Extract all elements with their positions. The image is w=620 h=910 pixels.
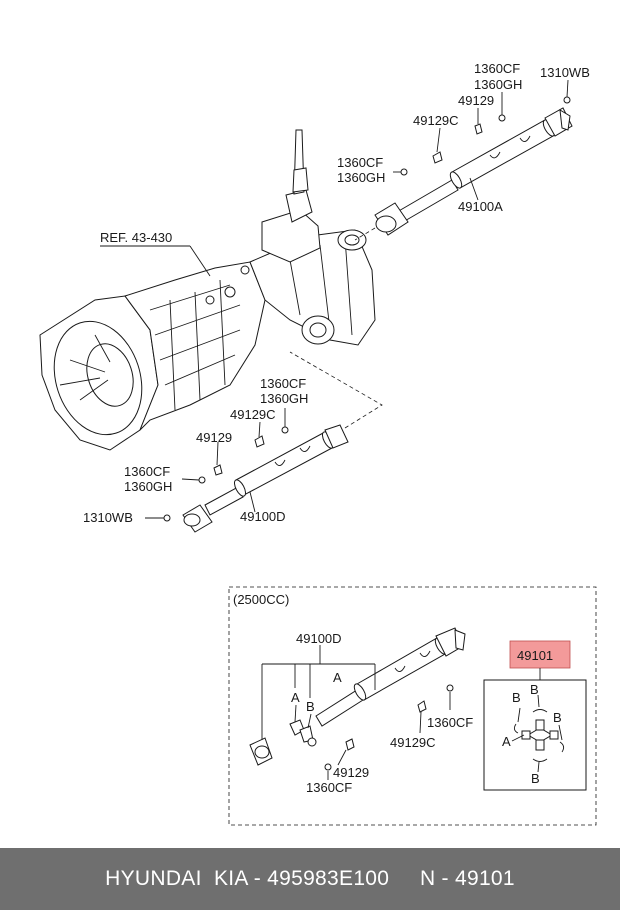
box-propeller-shaft [249,627,466,766]
label-a-box-left: A [291,690,300,705]
transmission-assembly [39,129,376,451]
label-1360cf-top: 1360CF [474,61,520,76]
front-propeller-shaft [182,424,349,533]
label-1360gh-mid: 1360GH [337,170,385,185]
universal-joint-kit [513,709,565,762]
label-a-box-right: A [333,670,342,685]
label-49129-low: 49129 [196,430,232,445]
uj-label-b-top: B [530,682,539,697]
highlight-part-label: 49101 [517,648,553,663]
label-1310wb-top: 1310WB [540,65,590,80]
label-49129-top: 49129 [458,93,494,108]
label-49100d-low: 49100D [240,509,286,524]
label-1360gh-top: 1360GH [474,77,522,92]
uj-label-b-bottom: B [531,771,540,786]
parts-diagram: REF. 43-430 1360CF 1360GH 1310WB 49129 4… [39,61,597,826]
uj-label-b-left: B [512,690,521,705]
label-1360cf-mid: 1360CF [337,155,383,170]
label-1360cf-low2: 1360CF [124,464,170,479]
uj-label-b-right: B [553,710,562,725]
universal-joint-box [483,679,587,791]
ref-label: REF. 43-430 [100,230,172,245]
label-1360cf-box-bottom: 1360CF [306,780,352,795]
label-1360cf-box-right: 1360CF [427,715,473,730]
lower-fasteners [163,426,289,522]
label-b-box: B [306,699,315,714]
footer-brand: HYUNDAI KIA - 495983E100 [105,867,390,890]
label-49129c-box: 49129C [390,735,436,750]
label-1360cf-low: 1360CF [260,376,306,391]
footer-spacer [389,867,420,891]
footer-bar: HYUNDAI KIA - 495983E100 N - 49101 [0,848,620,910]
top-fasteners [400,96,571,176]
label-1310wb-low: 1310WB [83,510,133,525]
label-49129c-top: 49129C [413,113,459,128]
uj-label-a: A [502,734,511,749]
label-49129c-low: 49129C [230,407,276,422]
footer-part: N - 49101 [419,867,515,890]
label-1360gh-low: 1360GH [260,391,308,406]
variant-box [228,586,597,826]
label-49129-box: 49129 [333,765,369,780]
rear-propeller-shaft [374,107,573,236]
label-1360gh-low2: 1360GH [124,479,172,494]
label-49100d-box: 49100D [296,631,342,646]
label-49100a: 49100A [458,199,503,214]
variant-box-title: (2500CC) [233,592,289,607]
